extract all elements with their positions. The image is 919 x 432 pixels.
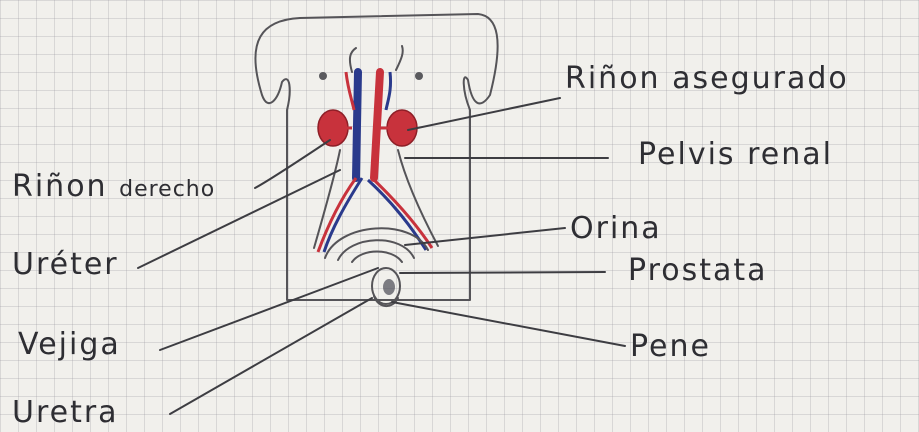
bladder-arc-inner — [352, 252, 402, 263]
aorta — [374, 72, 380, 178]
prostate-core — [383, 279, 395, 295]
leader-vejiga — [160, 268, 378, 350]
adrenal-left — [319, 72, 327, 80]
label-uretra: Uretra — [12, 398, 119, 428]
leader-prostata — [400, 272, 605, 273]
label-pene: Pene — [630, 332, 711, 362]
label-rinon-derecho-main: Riñon — [12, 169, 108, 204]
label-vejiga: Vejiga — [18, 330, 121, 360]
bladder-arc-middle — [338, 240, 414, 260]
label-rinon-derecho-suffix: derecho — [119, 177, 215, 202]
label-rinon-derecho: Riñon derecho — [12, 172, 215, 202]
iliac-red-right — [372, 178, 432, 248]
vessel-branch-right — [386, 72, 391, 110]
label-ureter: Uréter — [12, 250, 119, 280]
label-orina: Orina — [570, 214, 662, 244]
leader-pene — [392, 302, 625, 346]
vena-cava — [356, 72, 358, 178]
right-kidney-shape — [318, 110, 348, 146]
label-rinon-asegurado: Riñon asegurado — [565, 64, 849, 94]
label-prostata: Prostata — [628, 256, 768, 286]
label-pelvis-renal: Pelvis renal — [638, 140, 833, 170]
left-kidney-shape — [387, 110, 417, 146]
vessel-branch-left — [346, 72, 354, 110]
leader-uretra — [170, 298, 372, 414]
adrenal-right — [415, 72, 423, 80]
